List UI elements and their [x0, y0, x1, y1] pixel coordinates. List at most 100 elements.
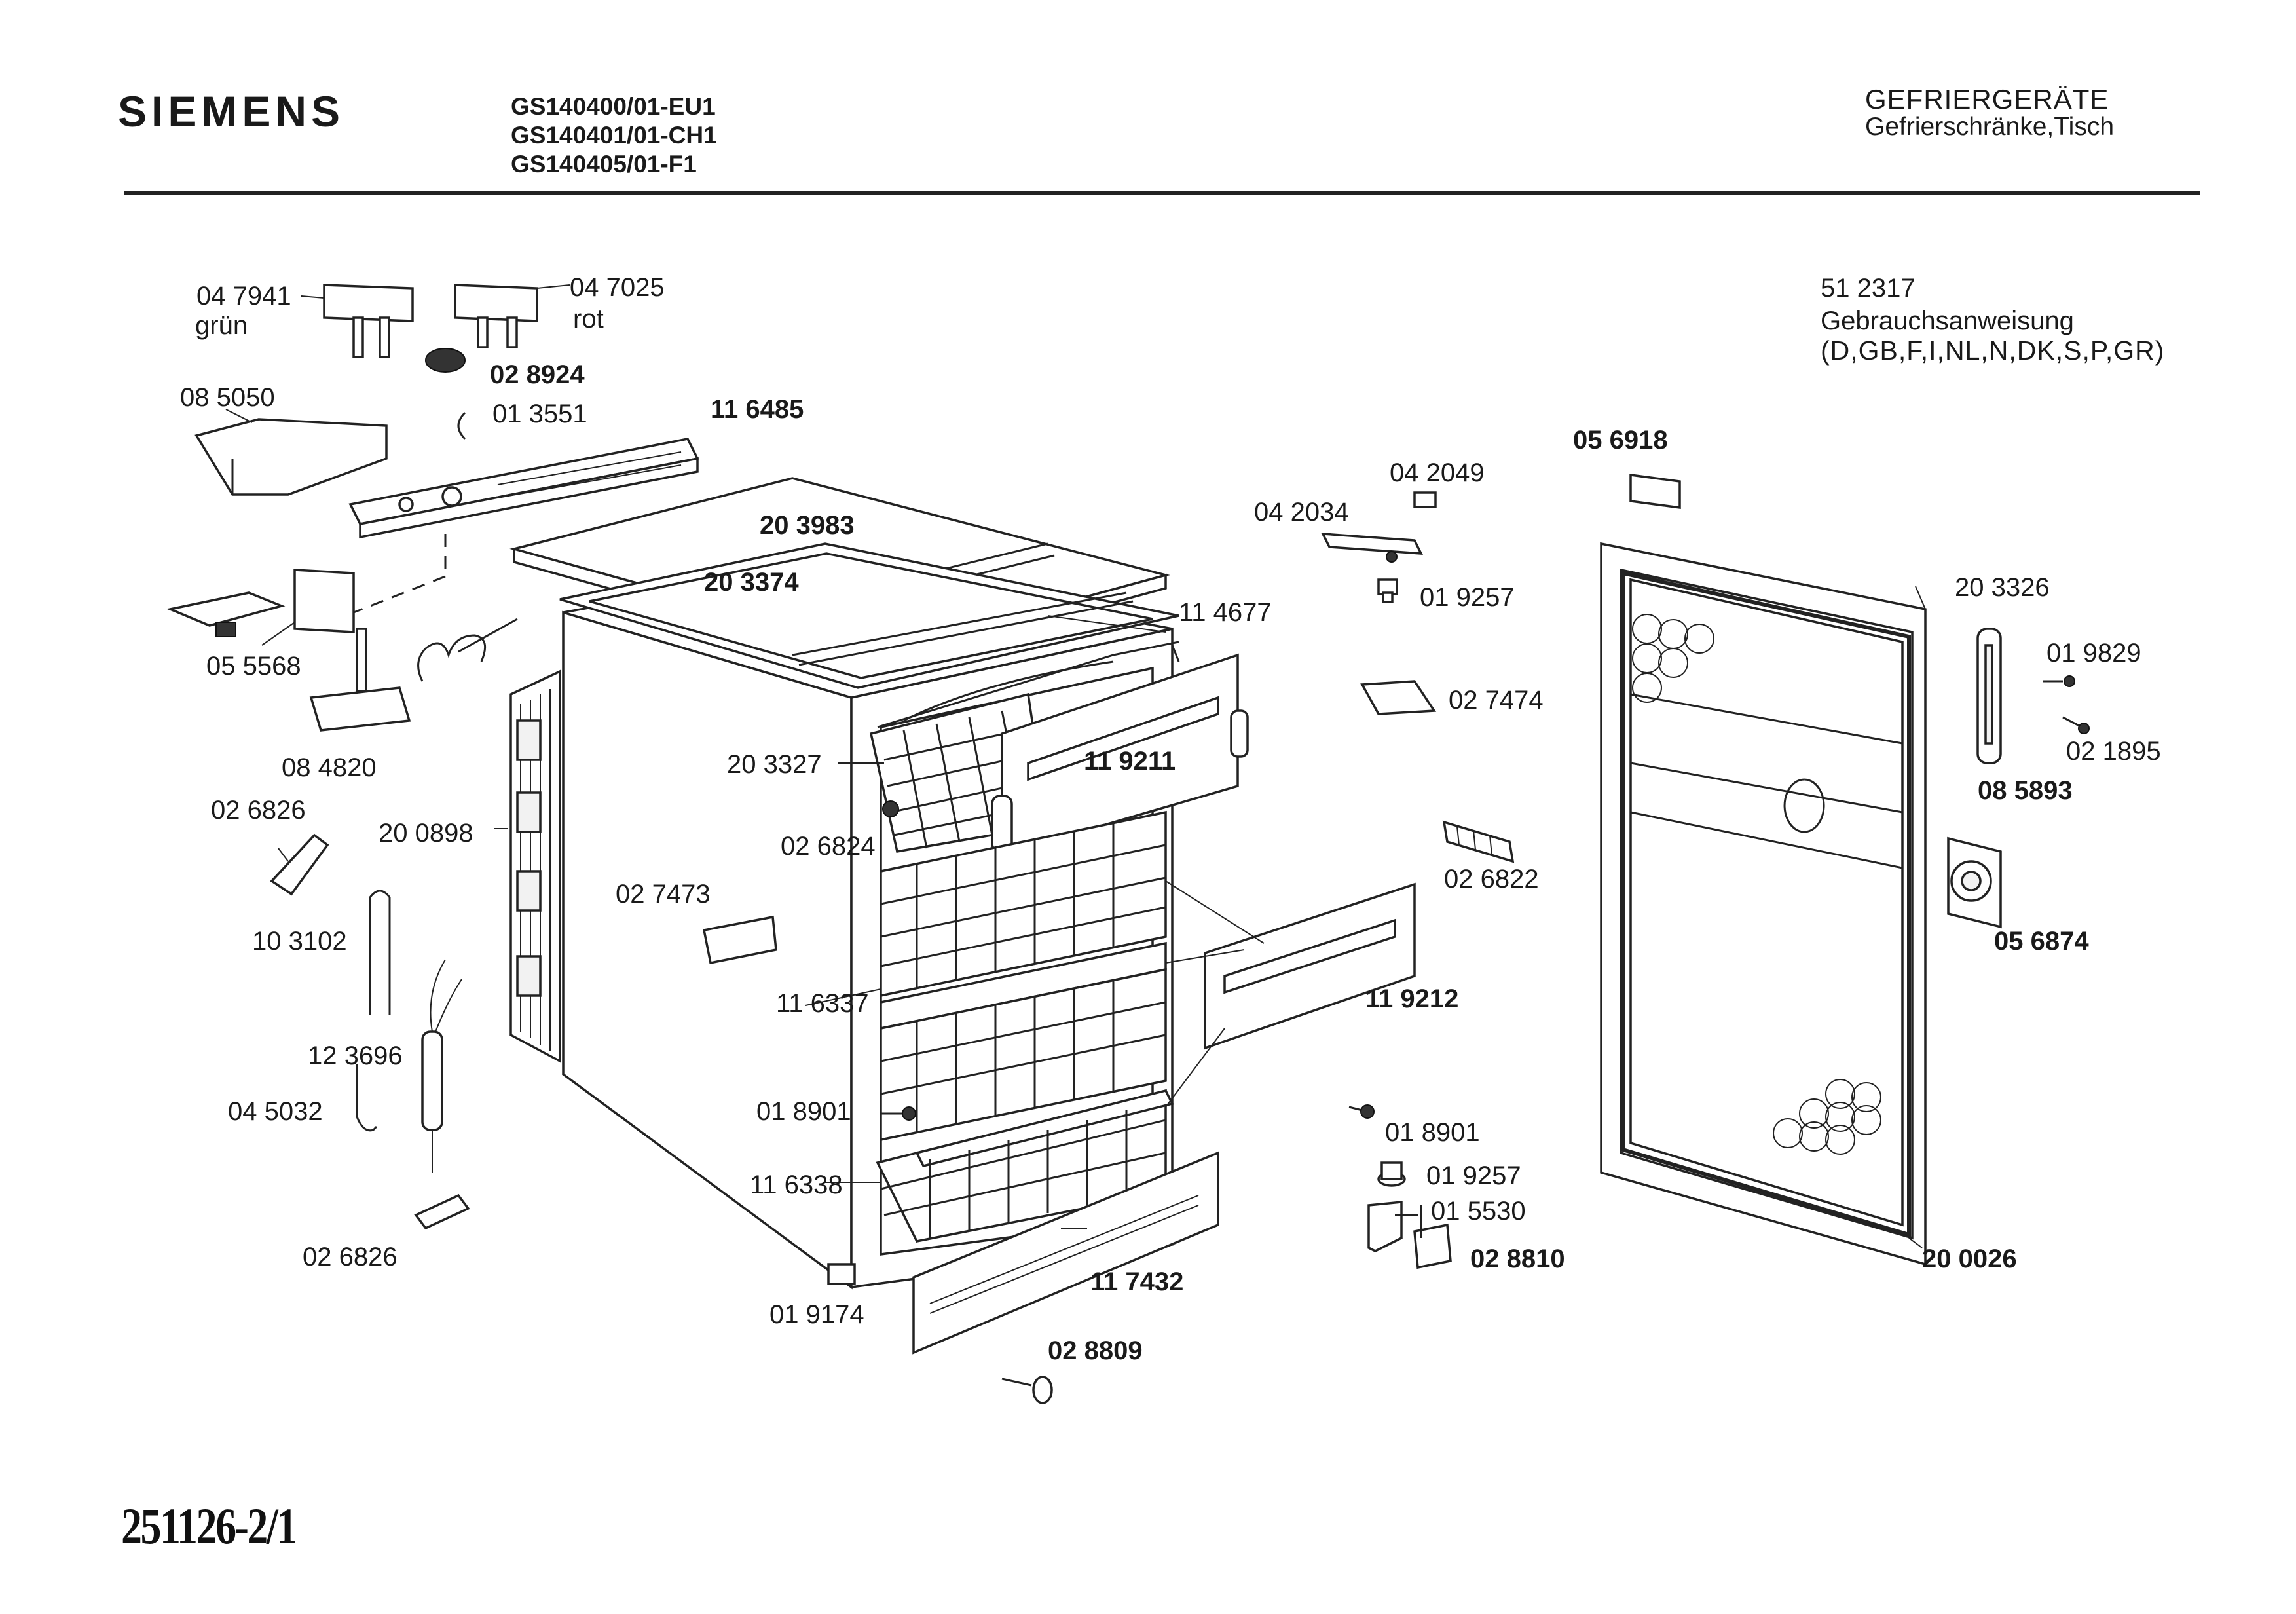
- part-labels: 04 7941 grün 04 7025 rot 02 8924 08 5050…: [180, 273, 2161, 1365]
- screw-021895: [2062, 716, 2090, 734]
- part-label: 02 8809: [1048, 1336, 1143, 1365]
- category-title: GEFRIERGERÄTE: [1865, 84, 2109, 115]
- part-label: 08 4820: [282, 753, 377, 782]
- handle-085893: [1976, 628, 2002, 764]
- cover-085050: [194, 418, 388, 496]
- control-panel-116485: [348, 438, 699, 539]
- part-label: 05 6918: [1573, 426, 1668, 455]
- part-label: 02 7474: [1449, 686, 1544, 715]
- part-label: 11 6485: [711, 395, 804, 424]
- clamp-026826-top: [270, 833, 329, 896]
- part-label: rot: [573, 305, 604, 333]
- model-number-3: GS140405/01-F1: [511, 151, 697, 178]
- model-number-1: GS140400/01-EU1: [511, 93, 716, 120]
- part-label: 04 2049: [1390, 459, 1485, 487]
- part-label: 01 9829: [2046, 639, 2141, 667]
- part-label: 02 6826: [303, 1243, 398, 1271]
- part-label: 02 6824: [781, 832, 876, 861]
- bracket-055568: [166, 569, 355, 637]
- part-label: 11 4677: [1179, 598, 1272, 627]
- part-label: 20 3374: [704, 568, 799, 597]
- manual-title: Gebrauchsanweisung: [1821, 307, 2074, 335]
- part-label: 20 0026: [1922, 1245, 2017, 1273]
- rail-026822: [1442, 820, 1515, 863]
- part-label: 20 3326: [1955, 573, 2050, 602]
- manual-part-number: 51 2317: [1821, 274, 1916, 303]
- part-label: 10 3102: [252, 927, 347, 956]
- door-shelf-circles-bottom: [1773, 1079, 1881, 1155]
- part-label: 02 6826: [211, 796, 306, 825]
- part-label: 11 7432: [1090, 1267, 1183, 1296]
- condenser-200898: [509, 669, 561, 1063]
- bushing-019257-top: [1377, 578, 1398, 603]
- part-label: 20 3327: [727, 750, 822, 779]
- clip-013551: [457, 411, 466, 440]
- part-label: 01 8901: [756, 1097, 851, 1126]
- part-label: 02 7473: [616, 880, 711, 909]
- clamp-026826-bottom: [414, 1193, 470, 1230]
- screw-028809: [1001, 1376, 1053, 1404]
- part-label: 01 3551: [492, 400, 587, 428]
- part-label: 02 8810: [1470, 1245, 1565, 1273]
- model-number-2: GS140401/01-CH1: [511, 122, 717, 149]
- part-label: 01 9257: [1426, 1161, 1521, 1190]
- part-label: 12 3696: [308, 1042, 403, 1070]
- clip-042049: [1413, 491, 1437, 508]
- lamp-cap-047941: [323, 284, 414, 358]
- part-label: 02 6822: [1444, 865, 1539, 893]
- flap-119212: [1165, 880, 1416, 1108]
- brand-logo: SIEMENS: [118, 87, 345, 136]
- part-label: grün: [195, 311, 248, 340]
- door-203326: [1600, 542, 1927, 1266]
- part-label: 04 5032: [228, 1097, 323, 1126]
- leader-lines: [225, 284, 1926, 1248]
- thermostat-084820: [309, 618, 518, 732]
- flap-119211: [877, 641, 1249, 857]
- part-label: 05 5568: [206, 652, 301, 681]
- part-label: 11 6337: [776, 989, 869, 1018]
- part-label: 04 2034: [1254, 498, 1349, 527]
- lamp-cap-047025: [454, 284, 538, 348]
- door-shelf-circles-top: [1632, 614, 1714, 703]
- part-label: 04 7025: [570, 273, 665, 302]
- subcategory-title: Gefrierschränke,Tisch: [1865, 113, 2115, 141]
- screw-019829: [2043, 675, 2075, 687]
- knob-028924: [425, 348, 466, 373]
- bushing-019257-bottom: [1377, 1161, 1406, 1187]
- part-label: 11 9211: [1084, 747, 1176, 776]
- header-rule: [124, 191, 2200, 195]
- basket-116337: [880, 810, 1167, 1142]
- part-label: 01 9174: [769, 1300, 864, 1329]
- bracket-015530: [1367, 1201, 1403, 1252]
- hinge-027474: [1360, 680, 1437, 715]
- part-label: 01 9257: [1420, 583, 1515, 612]
- part-label: 20 0898: [379, 819, 473, 848]
- part-label: 02 1895: [2066, 737, 2161, 766]
- part-label: 08 5893: [1978, 776, 2073, 805]
- part-label: 08 5050: [180, 383, 275, 412]
- part-label: 05 6874: [1994, 927, 2089, 956]
- part-label: 11 6338: [750, 1171, 843, 1199]
- tube-103102: [369, 890, 391, 1015]
- part-label: 11 9212: [1365, 985, 1458, 1013]
- foot-019174: [827, 1263, 856, 1285]
- kickplate-117432: [912, 1151, 1219, 1355]
- part-label: 04 7941: [196, 282, 291, 310]
- hinge-042034: [1321, 533, 1423, 563]
- manual-languages: (D,GB,F,I,NL,N,DK,S,P,GR): [1821, 335, 2165, 366]
- hinge-027473: [702, 915, 777, 965]
- screw-018901-right: [1348, 1104, 1375, 1119]
- lock-056874: [1947, 836, 2002, 929]
- part-label: 01 8901: [1385, 1118, 1480, 1147]
- top-frame-203374: [559, 542, 1179, 689]
- heater-123696: [421, 959, 462, 1173]
- screw-018901-centre: [881, 1106, 916, 1121]
- part-label: 02 8924: [490, 360, 585, 389]
- tube-045032: [356, 1064, 378, 1132]
- badge-056918: [1629, 474, 1681, 509]
- part-label: 01 5530: [1431, 1197, 1526, 1226]
- document-number: 251126-2/1: [121, 1497, 297, 1554]
- part-label: 20 3983: [760, 511, 855, 540]
